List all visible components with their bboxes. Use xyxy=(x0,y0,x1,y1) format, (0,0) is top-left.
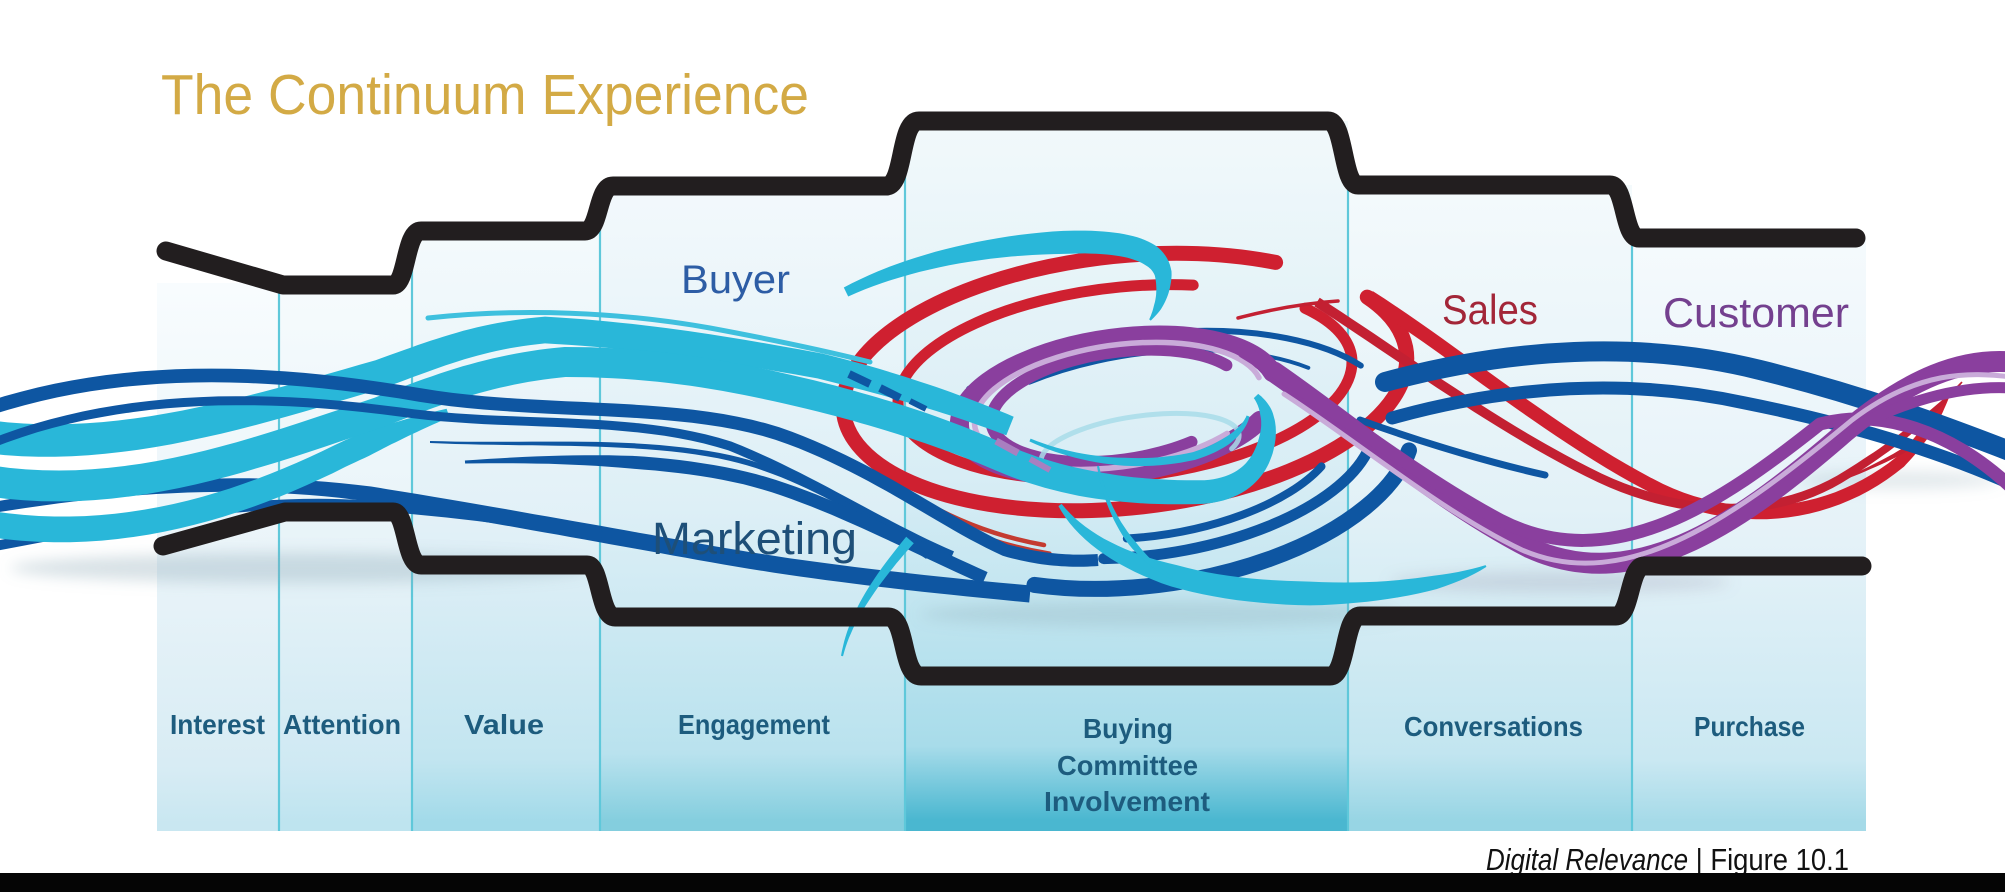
svg-text:Marketing: Marketing xyxy=(652,513,857,564)
svg-text:Conversations: Conversations xyxy=(1404,711,1583,742)
svg-text:Engagement: Engagement xyxy=(678,709,830,740)
svg-text:Involvement: Involvement xyxy=(1044,786,1210,817)
svg-text:| Figure 10.1: | Figure 10.1 xyxy=(1688,842,1849,877)
svg-text:Buying: Buying xyxy=(1083,713,1173,744)
svg-text:Committee: Committee xyxy=(1057,750,1198,781)
svg-text:Sales: Sales xyxy=(1442,286,1538,333)
svg-text:Purchase: Purchase xyxy=(1694,711,1805,742)
svg-text:Value: Value xyxy=(464,709,544,740)
svg-text:Digital Relevance: Digital Relevance xyxy=(1486,842,1688,877)
svg-text:Customer: Customer xyxy=(1663,289,1849,336)
svg-text:Interest: Interest xyxy=(170,709,265,740)
svg-text:Buyer: Buyer xyxy=(681,258,790,302)
svg-text:The Continuum Experience: The Continuum Experience xyxy=(161,63,809,127)
svg-text:Attention: Attention xyxy=(283,709,401,740)
